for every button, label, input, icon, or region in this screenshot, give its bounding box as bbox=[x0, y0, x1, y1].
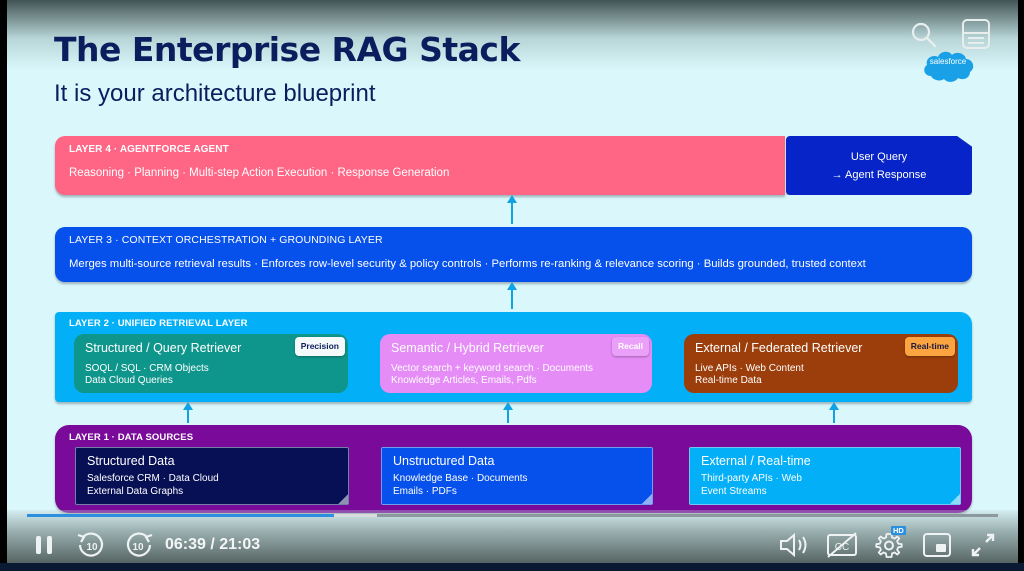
card-line: Event Streams bbox=[701, 486, 767, 497]
progress-played bbox=[27, 514, 334, 517]
layer-2-label: LAYER 2 · UNIFIED RETRIEVAL LAYER bbox=[69, 318, 248, 329]
external-real-time-card: External / Real-time Third-party APIs · … bbox=[689, 447, 961, 505]
settings-icon bbox=[875, 533, 903, 558]
card-line: Data Cloud Queries bbox=[85, 375, 173, 386]
card-title: External / Real-time bbox=[701, 454, 811, 468]
semantic-hybrid-retriever-card: Semantic / Hybrid Retriever Vector searc… bbox=[380, 334, 652, 393]
salesforce-logo-text: salesforce bbox=[929, 57, 967, 66]
layer-4-description: Reasoning · Planning · Multi-step Action… bbox=[69, 167, 450, 179]
layer-3-label: LAYER 3 · CONTEXT ORCHESTRATION + GROUND… bbox=[69, 234, 383, 246]
external-federated-retriever-card: External / Federated Retriever Live APIs… bbox=[684, 334, 958, 393]
card-line: Salesforce CRM · Data Cloud bbox=[87, 473, 219, 484]
layer-2-unified-retrieval: LAYER 2 · UNIFIED RETRIEVAL LAYER Struct… bbox=[55, 312, 972, 402]
card-line: Live APIs · Web Content bbox=[695, 363, 804, 374]
slide-title: The Enterprise RAG Stack bbox=[54, 30, 520, 69]
panel-icon[interactable] bbox=[961, 18, 991, 50]
search-icon[interactable] bbox=[910, 21, 938, 49]
card-line: Knowledge Base · Documents bbox=[393, 473, 528, 484]
card-line: Vector search + keyword search · Documen… bbox=[391, 363, 594, 374]
settings-button[interactable] bbox=[871, 528, 907, 562]
card-title: Structured / Query Retriever bbox=[85, 341, 242, 355]
layer-1-data-sources: LAYER 1 · DATA SOURCES Structured Data S… bbox=[55, 425, 972, 513]
captions-off-icon: CC bbox=[827, 532, 857, 558]
recall-badge: Recall bbox=[611, 337, 649, 356]
svg-text:10: 10 bbox=[132, 542, 144, 553]
rewind-10-button[interactable]: 10 bbox=[73, 528, 109, 562]
video-player[interactable]: The Enterprise RAG Stack It is your arch… bbox=[7, 0, 1018, 563]
miniplayer-button[interactable] bbox=[919, 528, 955, 562]
layer-1-label: LAYER 1 · DATA SOURCES bbox=[69, 432, 194, 443]
structured-query-retriever-card: Structured / Query Retriever SOQL / SQL … bbox=[74, 334, 348, 393]
layer-4-label: LAYER 4 · AGENTFORCE AGENT bbox=[69, 144, 229, 155]
salesforce-logo: salesforce bbox=[921, 46, 975, 82]
rewind-10-icon: 10 bbox=[77, 532, 104, 557]
pause-icon bbox=[36, 536, 52, 554]
bottom-strip bbox=[0, 563, 1024, 571]
precision-badge: Precision bbox=[294, 337, 345, 356]
volume-button[interactable] bbox=[777, 528, 813, 562]
layer-4-agentforce-agent: LAYER 4 · AGENTFORCE AGENT Reasoning · P… bbox=[55, 136, 785, 195]
slide-subtitle: It is your architecture blueprint bbox=[54, 80, 376, 107]
unstructured-data-card: Unstructured Data Knowledge Base · Docum… bbox=[381, 447, 653, 505]
agent-response-label: → Agent Response bbox=[831, 169, 927, 181]
arrow-up-icon bbox=[829, 402, 839, 423]
volume-icon bbox=[780, 532, 807, 558]
card-line: Emails · PDFs bbox=[393, 486, 457, 497]
hd-quality-badge: HD bbox=[891, 526, 906, 535]
layer-3-description: Merges multi-source retrieval results · … bbox=[69, 258, 866, 270]
real-time-badge: Real-time bbox=[904, 337, 955, 356]
card-title: Semantic / Hybrid Retriever bbox=[391, 341, 544, 355]
arrow-up-icon bbox=[503, 402, 513, 423]
progress-bar[interactable] bbox=[27, 514, 998, 517]
card-line: Real-time Data bbox=[695, 375, 762, 386]
card-line: SOQL / SQL · CRM Objects bbox=[85, 363, 209, 374]
svg-text:10: 10 bbox=[86, 542, 98, 553]
pause-button[interactable] bbox=[29, 528, 59, 562]
card-line: Knowledge Articles, Emails, Pdfs bbox=[391, 375, 537, 386]
time-display: 06:39 / 21:03 bbox=[165, 536, 261, 553]
structured-data-card: Structured Data Salesforce CRM · Data Cl… bbox=[75, 447, 349, 505]
card-title: Unstructured Data bbox=[393, 454, 495, 468]
user-query-label: User Query bbox=[850, 151, 908, 163]
svg-text:CC: CC bbox=[835, 542, 849, 553]
forward-10-icon: 10 bbox=[126, 532, 153, 557]
miniplayer-icon bbox=[923, 533, 951, 557]
captions-button[interactable]: CC bbox=[824, 528, 860, 562]
controls-gradient bbox=[7, 510, 1018, 563]
fullscreen-button[interactable] bbox=[965, 528, 1001, 562]
forward-10-button[interactable]: 10 bbox=[121, 528, 157, 562]
card-title: External / Federated Retriever bbox=[695, 341, 863, 355]
arrow-up-icon bbox=[507, 282, 517, 309]
fullscreen-icon bbox=[971, 533, 995, 557]
layer-3-context-orchestration: LAYER 3 · CONTEXT ORCHESTRATION + GROUND… bbox=[55, 227, 972, 282]
card-line: External Data Graphs bbox=[87, 486, 184, 497]
user-query-box: User Query → Agent Response bbox=[786, 136, 972, 195]
arrow-up-icon bbox=[183, 402, 193, 423]
arrow-up-icon bbox=[507, 195, 517, 224]
card-title: Structured Data bbox=[87, 454, 175, 468]
card-line: Third-party APIs · Web bbox=[701, 473, 802, 484]
